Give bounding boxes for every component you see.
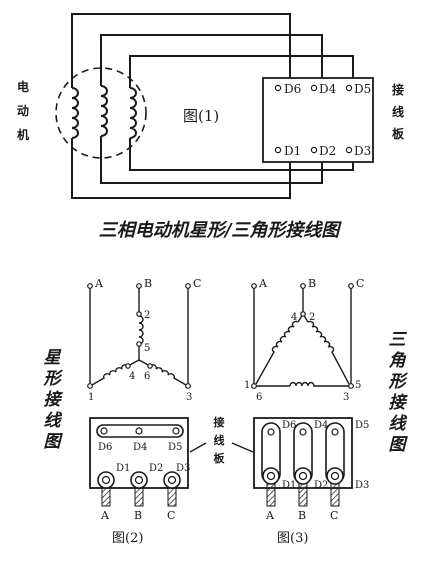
figure-2-terminal-board: D6 D4 D5 D1 D2 D3 A B C 图(2) xyxy=(89,417,190,546)
wire-d1 xyxy=(71,138,291,199)
svg-text:线: 线 xyxy=(44,411,63,431)
svg-text:角: 角 xyxy=(389,351,407,371)
star-node-label: 3 xyxy=(186,392,192,403)
delta-node-label: 3 xyxy=(343,392,349,403)
fig3-top-terminal: D5 xyxy=(355,420,369,431)
svg-text:线: 线 xyxy=(214,433,225,447)
board-callout: 接 线 板 xyxy=(189,415,254,465)
svg-text:板: 板 xyxy=(214,451,226,465)
delta-phase-label: A xyxy=(258,277,268,290)
fig2-bottom-terminal: D2 xyxy=(149,463,163,474)
fig1-top-terminal: D6 xyxy=(284,82,301,96)
fig2-bottom-terminal: D1 xyxy=(116,463,130,474)
star-phase-label: C xyxy=(193,277,201,290)
svg-text:接: 接 xyxy=(44,390,64,410)
delta-side-label: 三 角 形 接 线 图 xyxy=(388,330,409,455)
delta-phase-label: B xyxy=(308,277,316,290)
fig3-top-terminal: D4 xyxy=(314,420,328,431)
svg-text:形: 形 xyxy=(388,372,409,392)
fig3-label: 图(3) xyxy=(277,531,308,546)
fig3-bottom-terminal: D1 xyxy=(282,480,296,491)
wire-d5 xyxy=(129,55,354,88)
delta-phase-label: C xyxy=(356,277,364,290)
star-node-label: 1 xyxy=(88,392,94,403)
fig2-phase-label: A xyxy=(100,509,110,522)
fig2-top-terminal: D6 xyxy=(98,442,112,453)
motor-coil-3 xyxy=(129,87,137,139)
figure-1: D6 D4 D5 D1 D2 D3 图(1) 电 动 机 接 线 板 xyxy=(17,13,405,199)
motor-coil-1 xyxy=(71,87,79,139)
fig1-top-terminal: D5 xyxy=(354,82,371,96)
board-label: 接 xyxy=(392,82,404,97)
fig2-label: 图(2) xyxy=(112,531,143,546)
fig2-phase-label: B xyxy=(134,509,142,522)
star-node-label: 2 xyxy=(144,310,150,321)
delta-node-label: 4 xyxy=(291,312,297,323)
fig3-phase-label: B xyxy=(298,509,306,522)
wire-d4 xyxy=(100,34,323,86)
figure-3-terminal-board: D6 D4 D5 D1 D2 D3 A B C 图(3) xyxy=(253,417,369,546)
terminal-board-1 xyxy=(262,77,374,163)
svg-text:图: 图 xyxy=(44,432,64,452)
star-node-label: 5 xyxy=(144,343,150,354)
svg-text:线: 线 xyxy=(389,414,408,434)
delta-diagram: A B C 4 2 1 6 3 5 xyxy=(244,277,364,403)
svg-text:接: 接 xyxy=(214,415,225,429)
fig3-phase-label: C xyxy=(330,509,338,522)
delta-node-label: 2 xyxy=(309,312,315,323)
page-title: 三相电动机星形/三角形接线图 xyxy=(99,220,343,241)
delta-node-label: 5 xyxy=(355,380,361,391)
svg-text:图: 图 xyxy=(389,435,409,455)
motor-coil-2 xyxy=(100,85,108,137)
fig1-bottom-terminal: D3 xyxy=(354,144,371,158)
delta-node-label: 6 xyxy=(256,392,262,403)
wire-d6 xyxy=(71,13,291,88)
star-node-label: 4 xyxy=(129,371,135,382)
svg-text:接: 接 xyxy=(389,393,409,413)
fig3-bottom-terminal: D3 xyxy=(355,480,369,491)
motor-label: 动 xyxy=(17,104,29,118)
fig2-bottom-terminal: D3 xyxy=(176,463,190,474)
star-diagram: A B C 2 5 4 6 1 3 xyxy=(87,277,201,403)
fig2-phase-label: C xyxy=(167,509,175,522)
svg-text:三: 三 xyxy=(389,330,408,350)
delta-node-label: 1 xyxy=(244,380,250,391)
star-node-label: 6 xyxy=(144,371,150,382)
star-side-label: 星 形 接 线 图 xyxy=(43,348,64,452)
star-phase-label: B xyxy=(144,277,152,290)
fig2-top-terminal: D4 xyxy=(133,442,147,453)
fig3-bottom-terminal: D2 xyxy=(314,480,328,491)
fig1-bottom-terminal: D1 xyxy=(284,144,301,158)
fig3-top-terminal: D6 xyxy=(282,420,296,431)
fig3-phase-label: A xyxy=(265,509,275,522)
board-label: 线 xyxy=(392,104,404,119)
motor-stator-circle xyxy=(55,67,147,159)
fig2-top-terminal: D5 xyxy=(168,442,182,453)
svg-text:形: 形 xyxy=(43,369,64,389)
fig1-bottom-terminal: D2 xyxy=(319,144,336,158)
star-phase-label: A xyxy=(94,277,104,290)
motor-label: 电 xyxy=(17,79,29,94)
svg-text:星: 星 xyxy=(44,348,63,368)
fig1-top-terminal: D4 xyxy=(319,82,337,96)
motor-label: 机 xyxy=(17,127,29,142)
fig1-label: 图(1) xyxy=(183,107,219,125)
wire-d3 xyxy=(129,138,354,171)
board-label: 板 xyxy=(392,126,405,141)
